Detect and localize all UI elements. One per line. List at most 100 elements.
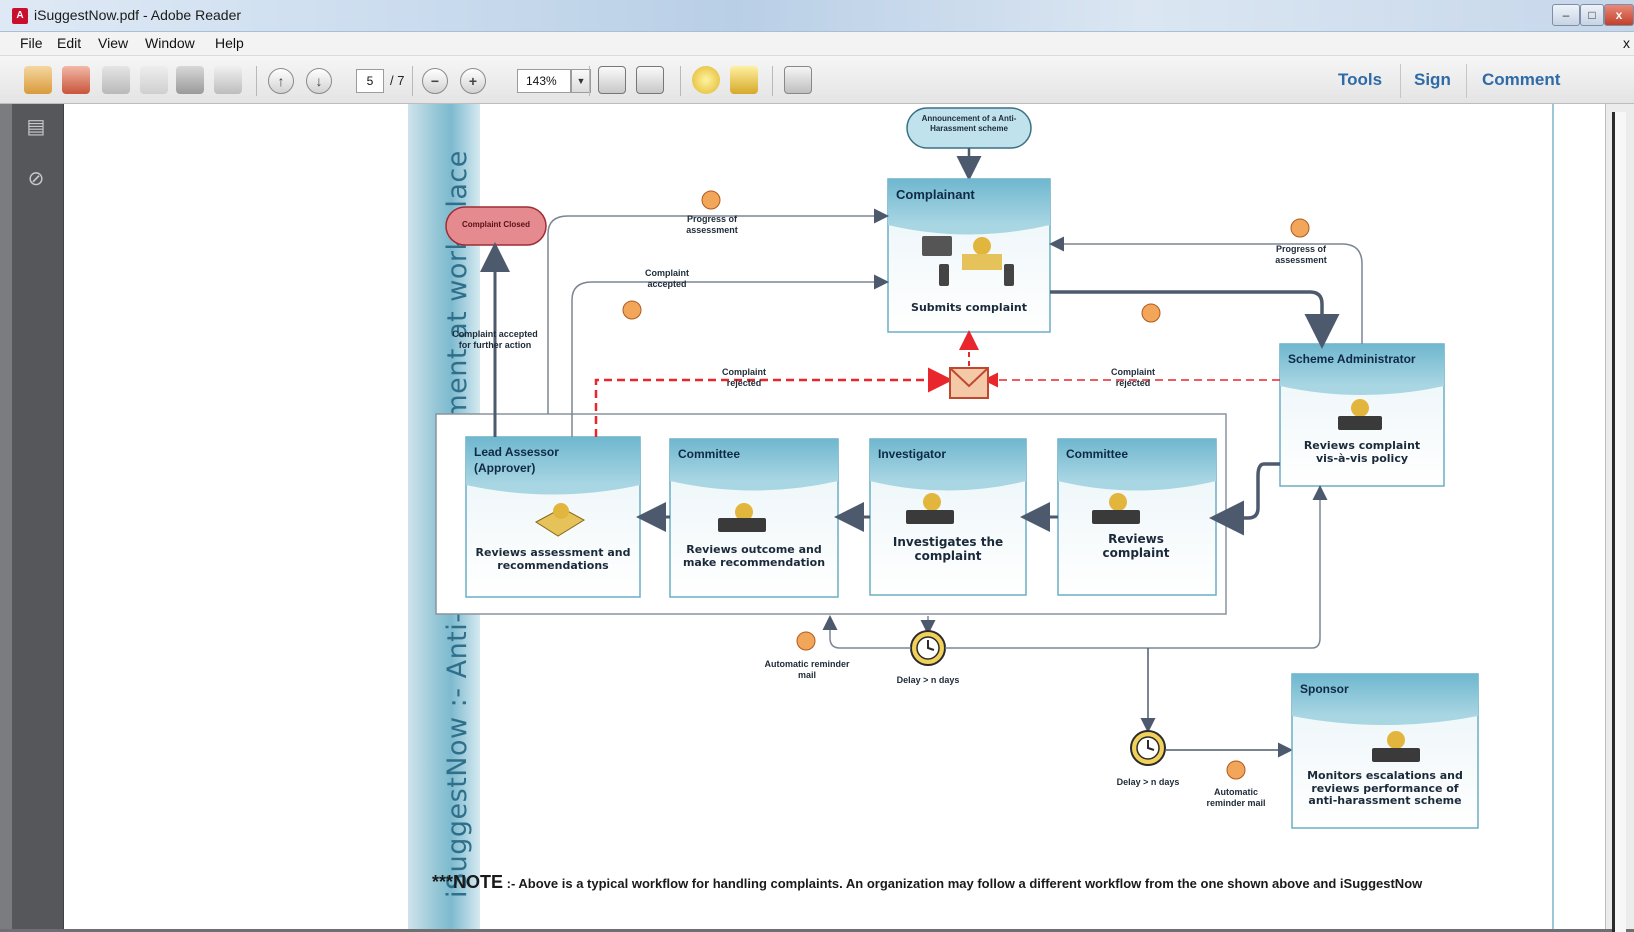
comment-link[interactable]: Comment [1482, 70, 1561, 89]
lead-assessor-header-label: Lead Assessor (Approver) [474, 445, 559, 475]
minimize-button[interactable]: – [1552, 4, 1580, 26]
progress-left-label: Progress of assessment [686, 214, 738, 235]
lane-committee-2 [1057, 438, 1217, 596]
delay-2-label: Delay > n days [1116, 777, 1180, 787]
mail-icon-accepted [622, 300, 642, 320]
pages-icon[interactable]: ▤ [26, 116, 46, 138]
zoom-out-icon[interactable]: − [422, 68, 448, 94]
page-total-label: / 7 [390, 73, 405, 88]
start-node-label: Announcement of a Anti-Harassment scheme [921, 114, 1017, 133]
lane-committee-1 [669, 438, 839, 598]
arrow-timer1-to-committee [822, 615, 911, 649]
note-text: ***NOTE :- Above is a typical workflow f… [432, 872, 1422, 893]
mail-icon-admin [1141, 303, 1161, 323]
sticky-note-icon[interactable] [692, 66, 720, 94]
menu-view[interactable]: View [98, 35, 129, 51]
sign-link[interactable]: Sign [1414, 70, 1451, 89]
create-pdf-icon[interactable] [24, 66, 52, 94]
committee-1-action-label: Reviews outcome and make recommendation [682, 543, 826, 569]
lane-investigator [869, 438, 1027, 596]
tools-link[interactable]: Tools [1338, 70, 1383, 89]
title-bar: A iSuggestNow.pdf - Adobe Reader – □ x [0, 0, 1634, 32]
toolbar-separator [1466, 64, 1467, 98]
complainant-header [888, 179, 1050, 225]
person-icon [973, 237, 991, 255]
rejected-left-label: Complaint rejected [722, 367, 766, 388]
edit-pdf-icon[interactable] [102, 66, 130, 94]
rejected-envelope-icon [949, 367, 989, 399]
arrow-timer1-to-admin [945, 485, 1328, 649]
sponsor-person-icon [1387, 731, 1405, 749]
toolbar-separator [772, 66, 773, 96]
email-icon[interactable] [214, 66, 242, 94]
admin-desk-icon [1338, 416, 1382, 430]
toolbar-separator [1400, 64, 1401, 98]
print-icon[interactable] [176, 66, 204, 94]
next-page-icon[interactable]: ↓ [306, 68, 332, 94]
desk-icon [962, 254, 1002, 270]
vertical-scrollbar[interactable] [1605, 104, 1634, 932]
auto-reminder-1-label: Automatic reminder mail [764, 659, 850, 680]
investigator-header-label: Investigator [878, 447, 947, 461]
rejected-right-label: Complaint rejected [1111, 367, 1155, 388]
zoom-dropdown-icon[interactable]: ▼ [571, 69, 591, 93]
menu-bar: File Edit View Window Help x [0, 32, 1634, 56]
complainant-wave [888, 225, 1050, 235]
fit-page-icon[interactable] [598, 66, 626, 94]
timer-icon-1 [910, 630, 946, 666]
delay-1-label: Delay > n days [896, 675, 960, 685]
menu-window[interactable]: Window [145, 35, 195, 51]
open-file-icon[interactable] [62, 66, 90, 94]
auto-reminder-2-label: Automatic reminder mail [1206, 787, 1266, 808]
accepted-further-label: Complaint accepted for further action [452, 329, 538, 350]
committee-2-header-label: Committee [1066, 447, 1129, 461]
previous-page-icon[interactable]: ↑ [268, 68, 294, 94]
arrow-lead-progress [547, 208, 889, 414]
menu-help[interactable]: Help [215, 35, 244, 51]
arrow-complainant-to-admin [1050, 290, 1340, 349]
toolbar-separator [412, 66, 413, 96]
scheme-admin-header [1280, 344, 1444, 386]
mail-icon-progress-left [701, 190, 721, 210]
page-number-input[interactable]: 5 [356, 69, 384, 93]
attachments-icon[interactable]: ⊘ [27, 168, 45, 190]
complaint-closed-label: Complaint Closed [461, 220, 530, 229]
sponsor-action-label: Monitors escalations and reviews perform… [1307, 769, 1463, 808]
maximize-button[interactable]: □ [1580, 4, 1604, 26]
zoom-level-input[interactable]: 143% [517, 69, 571, 93]
scrollbar-thumb[interactable] [1612, 112, 1626, 932]
close-button[interactable]: x [1604, 4, 1634, 26]
complaint-accepted-label: Complaint accepted [645, 268, 689, 289]
phone-icon [939, 264, 949, 286]
menu-edit[interactable]: Edit [57, 35, 82, 51]
complainant-header-label: Complainant [896, 187, 975, 202]
zoom-in-icon[interactable]: + [460, 68, 486, 94]
committee-2-action-label: Reviews complaint [1102, 532, 1170, 560]
lane-lead-assessor [465, 436, 641, 598]
scheme-admin-header-label: Scheme Administrator [1288, 352, 1416, 366]
sponsor-header-label: Sponsor [1300, 682, 1349, 696]
admin-person-icon [1351, 399, 1369, 417]
investigator-action-label: Investigates the complaint [892, 535, 1004, 563]
note-prefix: ***NOTE [432, 872, 504, 892]
fit-width-icon[interactable] [636, 66, 664, 94]
toolbar-separator [256, 66, 257, 96]
highlight-icon[interactable] [730, 66, 758, 94]
save-icon[interactable] [140, 66, 168, 94]
arrow-complaint-accepted [571, 274, 889, 437]
mail-icon-progress-right [1290, 218, 1310, 238]
left-edge [0, 104, 12, 929]
document-close-icon[interactable]: x [1623, 35, 1630, 51]
toolbar-separator [589, 66, 590, 96]
adobe-reader-icon: A [12, 8, 28, 24]
note-body: :- Above is a typical workflow for handl… [503, 876, 1423, 891]
workflow-diagram-graphics [435, 107, 1479, 829]
menu-file[interactable]: File [20, 35, 43, 51]
window-title: iSuggestNow.pdf - Adobe Reader [34, 7, 242, 23]
toolbar: ↑ ↓ 5 / 7 − + 143% ▼ Tools Sign Comment [0, 56, 1634, 104]
fullscreen-icon[interactable] [784, 66, 812, 94]
timer-icon-2 [1130, 730, 1166, 766]
arrow-admin-progress [1049, 236, 1363, 344]
document-page: iSuggestNow :- Anti-sexual harassment at… [64, 104, 1605, 929]
committee-1-header-label: Committee [678, 447, 741, 461]
